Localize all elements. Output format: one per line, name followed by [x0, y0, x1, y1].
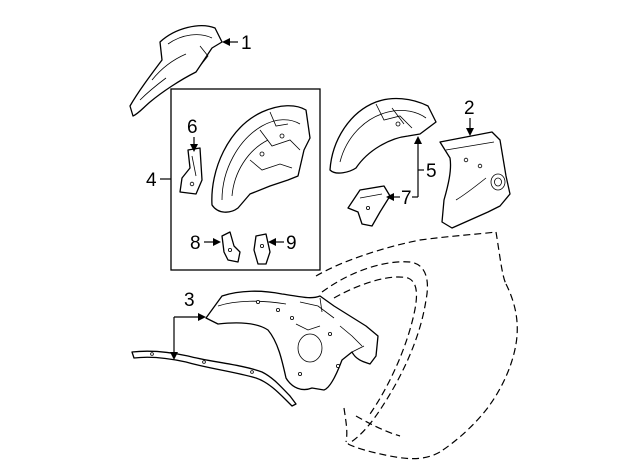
callout-3-label: 3: [184, 290, 195, 311]
callout-1-label: 1: [241, 33, 252, 54]
callout-7: 7: [386, 188, 412, 209]
callout-7-label: 7: [401, 188, 412, 209]
callout-5: 5: [412, 136, 437, 198]
part-1-quarter-extension: [129, 25, 223, 117]
callout-1: 1: [222, 33, 252, 54]
part-2-quarter-inner-panel: [439, 131, 511, 229]
callout-6: 6: [187, 117, 198, 152]
callout-5-label: 5: [426, 161, 437, 182]
part-8-bracket: [221, 231, 241, 263]
callout-3: 3: [170, 290, 206, 360]
part-3-inner-quarter-assembly: [205, 290, 379, 391]
part-7-bracket: [347, 185, 391, 227]
callout-9: 9: [268, 233, 297, 254]
part-6-bracket: [179, 147, 203, 195]
callout-9-label: 9: [286, 233, 297, 254]
quarter-panel-outline-dashed: [315, 231, 518, 460]
callout-2-label: 2: [464, 98, 475, 119]
part-3-lower-rail: [131, 350, 297, 407]
callout-4: 4: [146, 170, 171, 191]
callout-8-label: 8: [190, 233, 201, 254]
part-4-inner-wheelhouse: [211, 105, 311, 213]
part-9-bracket: [253, 233, 271, 265]
part-5-wheelhouse: [329, 97, 437, 174]
callout-6-label: 6: [187, 117, 198, 138]
callout-2: 2: [464, 98, 475, 136]
callout-8: 8: [190, 233, 221, 254]
callout-4-label: 4: [146, 170, 157, 191]
